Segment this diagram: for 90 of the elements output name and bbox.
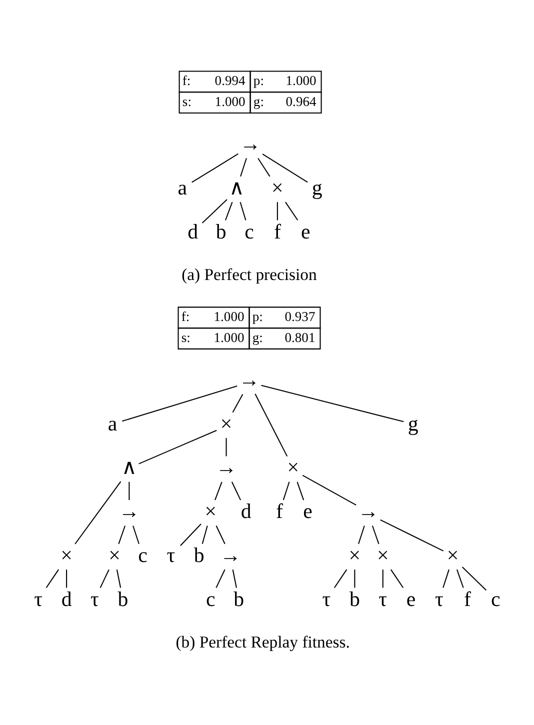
node-text: τ bbox=[322, 586, 331, 611]
node-text: τ bbox=[90, 586, 99, 611]
node-text: f bbox=[276, 499, 283, 524]
node-text: → bbox=[358, 499, 379, 524]
connector bbox=[138, 430, 217, 464]
connector bbox=[262, 154, 308, 183]
connector bbox=[128, 482, 130, 500]
connector bbox=[358, 526, 365, 544]
node-text: × bbox=[108, 542, 120, 567]
node-text: × bbox=[220, 411, 232, 436]
connector bbox=[216, 569, 226, 588]
connector bbox=[240, 202, 246, 220]
connector bbox=[296, 482, 304, 500]
node-text: c bbox=[244, 219, 254, 244]
node-text: b bbox=[194, 542, 204, 567]
connector bbox=[122, 386, 238, 422]
node-text: × bbox=[287, 455, 299, 480]
node-text: d bbox=[61, 586, 72, 611]
node-text: → bbox=[240, 132, 261, 156]
node-text: c bbox=[491, 586, 500, 611]
connector bbox=[285, 202, 298, 221]
node-text: d bbox=[240, 499, 252, 524]
connector bbox=[456, 569, 464, 588]
node-text: e bbox=[406, 586, 416, 611]
node-text: τ bbox=[378, 586, 388, 611]
connector bbox=[254, 394, 288, 457]
label: (a) Perfect precision bbox=[182, 264, 317, 284]
node-text: b bbox=[216, 219, 226, 244]
connector bbox=[46, 569, 59, 588]
node-text: → bbox=[216, 455, 237, 480]
connector bbox=[216, 526, 226, 544]
node-text: → bbox=[118, 499, 140, 524]
node-text: τ bbox=[34, 586, 43, 611]
node-text: g bbox=[408, 411, 418, 436]
connector bbox=[282, 482, 290, 500]
node-text: e bbox=[300, 219, 310, 244]
node-text: a bbox=[108, 411, 118, 436]
connector bbox=[334, 569, 348, 588]
connector bbox=[390, 569, 404, 588]
connector bbox=[118, 526, 126, 544]
node-text: ∧ bbox=[122, 455, 137, 480]
connector bbox=[372, 526, 380, 544]
connector bbox=[226, 438, 227, 456]
node-text: d bbox=[188, 219, 198, 244]
node-text: b bbox=[234, 586, 244, 611]
connector bbox=[302, 474, 356, 506]
node-text: τ bbox=[166, 542, 176, 567]
connector bbox=[116, 569, 122, 588]
connector bbox=[214, 482, 222, 500]
node-text: × bbox=[204, 499, 217, 524]
node-text: → bbox=[220, 542, 241, 567]
connector bbox=[382, 570, 384, 588]
node-text: × bbox=[272, 175, 284, 200]
node-text: c bbox=[206, 586, 216, 611]
node-text: c bbox=[138, 542, 148, 567]
node-text: × bbox=[348, 542, 361, 567]
connector bbox=[258, 158, 270, 177]
node-text: ∧ bbox=[229, 175, 244, 200]
connector bbox=[192, 153, 238, 183]
node-text: b bbox=[349, 586, 360, 611]
connector bbox=[232, 569, 237, 588]
connector bbox=[132, 526, 140, 544]
node-text: g bbox=[312, 175, 322, 200]
node-text: × bbox=[60, 542, 72, 567]
node-text: × bbox=[376, 542, 389, 567]
node-text: e bbox=[303, 499, 312, 524]
connector bbox=[261, 384, 404, 422]
connector bbox=[224, 202, 233, 220]
connector bbox=[276, 202, 278, 220]
node-text: × bbox=[446, 542, 459, 567]
node-text: f bbox=[274, 219, 281, 244]
connector bbox=[202, 526, 208, 544]
connector bbox=[74, 481, 122, 544]
node-text: a bbox=[178, 175, 188, 200]
label: (b) Perfect Replay fitness. bbox=[176, 632, 350, 652]
connector bbox=[462, 566, 487, 591]
connector bbox=[232, 394, 244, 413]
node-text: b bbox=[118, 586, 128, 611]
node-text: τ bbox=[435, 586, 444, 611]
connector bbox=[442, 569, 450, 588]
connector bbox=[180, 524, 202, 546]
connector bbox=[100, 569, 110, 588]
connector bbox=[354, 570, 356, 588]
node-text: f bbox=[464, 586, 471, 611]
connector bbox=[66, 570, 68, 588]
node-text: → bbox=[238, 368, 260, 392]
connector bbox=[240, 158, 247, 177]
connector bbox=[231, 482, 242, 500]
connector bbox=[202, 199, 228, 224]
connector bbox=[380, 519, 444, 552]
